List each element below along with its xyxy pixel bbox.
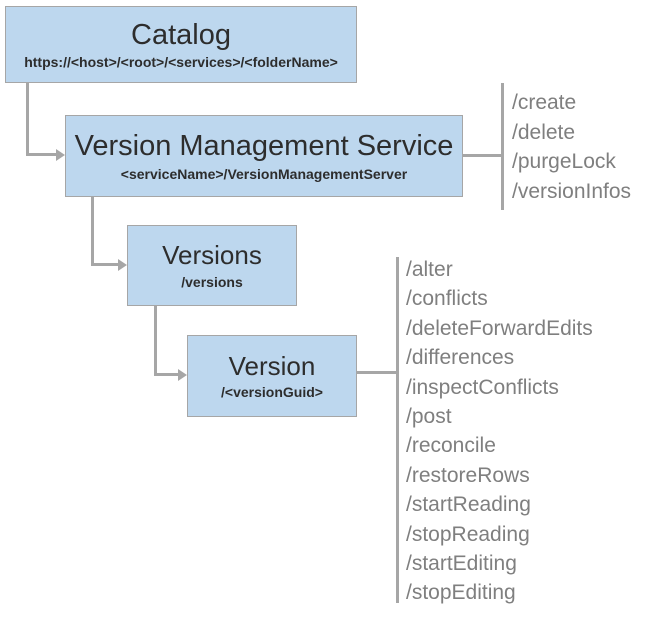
node-versions-path: /versions xyxy=(181,273,243,290)
connector-versions-to-version-vertical xyxy=(154,306,157,376)
arrowhead-versions-to-version xyxy=(178,368,187,381)
operation-stopediting: /stopEditing xyxy=(406,581,516,605)
node-versions-title: Versions xyxy=(162,240,262,271)
node-version-title: Version xyxy=(228,350,316,381)
connector-catalog-to-vms-horizontal xyxy=(26,153,57,156)
connector-vms-to-versions-vertical xyxy=(91,197,94,266)
operation-purgelock: /purgeLock xyxy=(512,150,616,173)
operation-conflicts: /conflicts xyxy=(406,287,488,311)
operation-stopreading: /stopReading xyxy=(406,522,530,546)
node-vms-path: <serviceName>/VersionManagementServer xyxy=(120,165,408,182)
node-version-path: /<versionGuid> xyxy=(221,384,323,401)
node-catalog: Catalog https://<host>/<root>/<services>… xyxy=(5,6,357,83)
operation-reconcile: /reconcile xyxy=(406,434,496,458)
operation-differences: /differences xyxy=(406,346,515,370)
operation-versioninfos: /versionInfos xyxy=(512,179,632,203)
node-catalog-title: Catalog xyxy=(131,18,231,51)
connector-vms-to-operations xyxy=(463,154,502,157)
connector-version-to-operations xyxy=(357,371,397,374)
operation-post: /post xyxy=(406,405,452,429)
operation-startediting: /startEditing xyxy=(406,552,517,576)
connector-vms-to-versions-horizontal xyxy=(91,263,119,266)
operation-delete: /delete xyxy=(512,120,576,144)
node-catalog-url: https://<host>/<root>/<services>/<folder… xyxy=(24,54,338,71)
connector-catalog-to-vms-vertical xyxy=(26,83,29,156)
operation-deleteforwardedits: /deleteForwardEdits xyxy=(406,316,593,340)
operation-create: /create xyxy=(512,91,577,114)
operations-list-vms: /create /delete /purgeLock /versionInfos xyxy=(512,88,631,206)
operations-list-version: /alter /conflicts /deleteForwardEdits /d… xyxy=(406,255,593,608)
arrowhead-vms-to-versions xyxy=(118,258,127,271)
operations-bracket-vms xyxy=(501,83,504,210)
operations-bracket-version xyxy=(396,257,399,603)
operation-restorerows: /restoreRows xyxy=(406,463,530,487)
operation-alter: /alter xyxy=(406,258,453,281)
node-version: Version /<versionGuid> xyxy=(187,335,357,417)
arrowhead-catalog-to-vms xyxy=(56,148,65,161)
node-versions: Versions /versions xyxy=(127,225,297,306)
node-version-management-service: Version Management Service <serviceName>… xyxy=(65,115,463,197)
operation-startreading: /startReading xyxy=(406,493,531,517)
connector-versions-to-version-horizontal xyxy=(154,373,179,376)
operation-inspectconflicts: /inspectConflicts xyxy=(406,375,559,399)
node-vms-title: Version Management Service xyxy=(74,130,454,163)
